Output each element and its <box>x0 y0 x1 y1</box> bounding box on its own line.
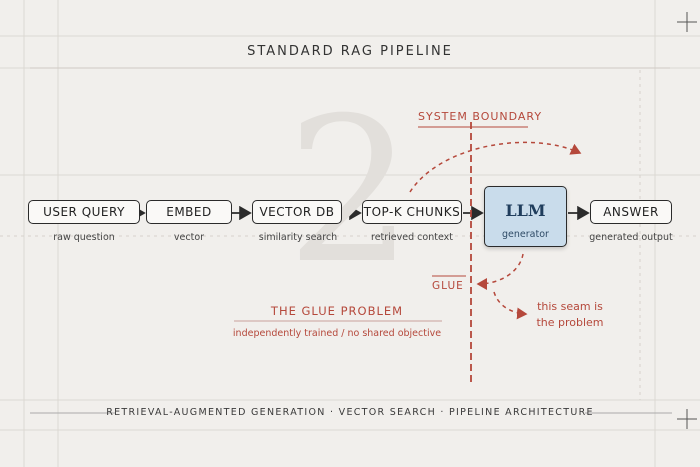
node-llm-caption: generator <box>502 229 549 240</box>
node-llm: LLM generator <box>484 186 567 247</box>
footer-caption: RETRIEVAL-AUGMENTED GENERATION · VECTOR … <box>0 407 700 418</box>
node-top-k-chunks-caption: retrieved context <box>371 232 453 243</box>
node-answer-caption: generated output <box>589 232 673 243</box>
seam-note: this seam is the problem <box>520 299 620 331</box>
background-numeral: 2 <box>286 75 414 308</box>
footer-separator-1: · <box>329 407 335 418</box>
node-vector-db-caption: similarity search <box>258 232 338 243</box>
node-answer: ANSWER <box>590 200 672 224</box>
footer-part-2: VECTOR SEARCH <box>338 407 437 418</box>
glue-problem-heading: THE GLUE PROBLEM <box>270 304 404 318</box>
seam-note-line-2: the problem <box>536 316 604 329</box>
footer-separator-2: · <box>440 407 445 418</box>
node-llm-label: LLM <box>505 201 546 220</box>
node-vector-db: VECTOR DB <box>252 200 342 224</box>
diagram-title: STANDARD RAG PIPELINE <box>247 44 453 59</box>
node-top-k-chunks: TOP-K CHUNKS <box>362 200 462 224</box>
node-user-query: USER QUERY <box>28 200 140 224</box>
footer-part-1: RETRIEVAL-AUGMENTED GENERATION <box>106 407 326 418</box>
seam-note-line-1: this seam is <box>537 300 603 313</box>
glue-label: GLUE <box>432 280 464 292</box>
glue-problem-subtitle: independently trained / no shared object… <box>232 328 442 339</box>
node-user-query-caption: raw question <box>53 232 115 243</box>
node-embed: EMBED <box>146 200 232 224</box>
node-embed-caption: vector <box>173 232 205 243</box>
system-boundary-label: SYSTEM BOUNDARY <box>418 110 543 123</box>
footer-part-3: PIPELINE ARCHITECTURE <box>449 407 594 418</box>
